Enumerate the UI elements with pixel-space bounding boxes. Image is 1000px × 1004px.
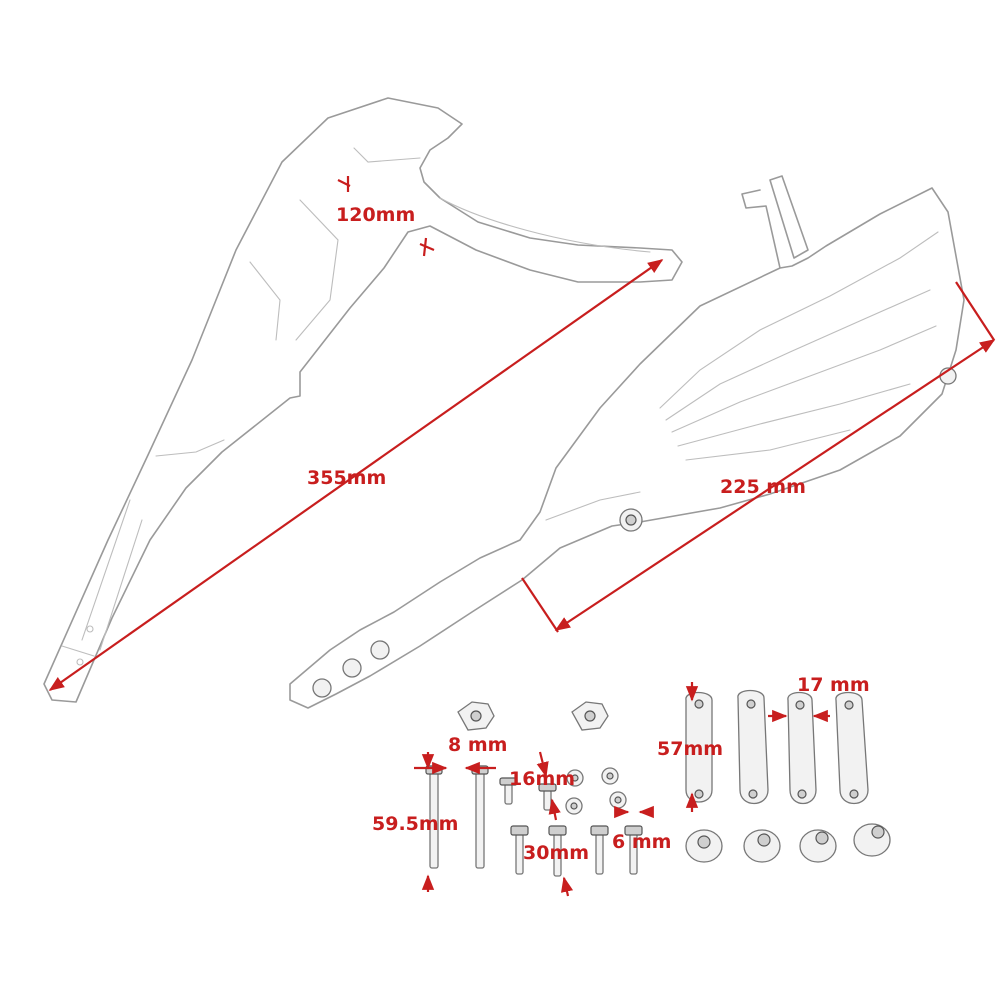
dim-label-8: 8 mm [448, 734, 508, 756]
dimension-lines [48, 176, 996, 897]
right-handguard [289, 175, 965, 709]
dim-ext-225a [521, 577, 559, 633]
bolts [425, 765, 643, 877]
dim-line-355 [48, 259, 664, 691]
dim-label-30: 30mm [523, 842, 590, 864]
dim-30-bottom [560, 876, 574, 897]
dim-label-6: 6 mm [612, 831, 672, 853]
dim-mark-120b [419, 237, 435, 257]
dim-label-120: 120mm [336, 204, 416, 226]
spacers [685, 823, 891, 863]
dim-label-225: 225 mm [720, 476, 806, 498]
dim-label-16: 16mm [509, 768, 576, 790]
dim-label-17: 17 mm [797, 674, 870, 696]
brackets [685, 689, 869, 805]
dim-mark-120a [337, 176, 351, 192]
dim-line-225 [554, 339, 996, 631]
dim-label-59-5: 59.5mm [372, 813, 459, 835]
left-handguard [43, 97, 683, 703]
dim-16-bottom [548, 798, 561, 821]
dim-label-355: 355mm [307, 467, 387, 489]
dim-ext-225b [955, 281, 995, 341]
clamp-heads [457, 701, 609, 731]
dim-label-57: 57mm [657, 738, 724, 760]
nuts [565, 767, 627, 815]
dim-16-top [536, 751, 549, 778]
